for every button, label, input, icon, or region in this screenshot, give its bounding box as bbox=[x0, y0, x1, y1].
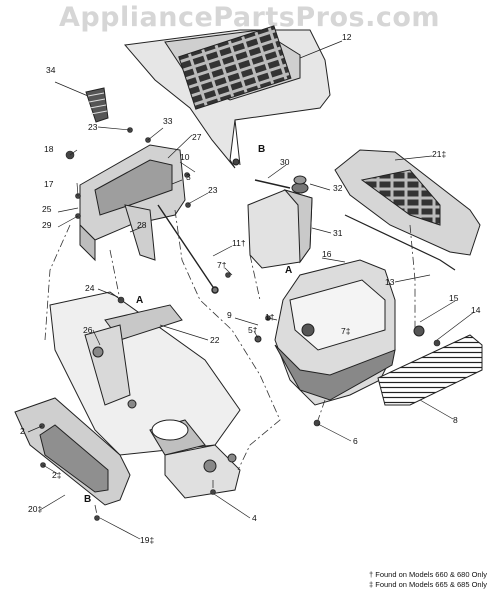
callout-7a: 7† bbox=[217, 260, 227, 270]
callout-25: 25 bbox=[42, 204, 52, 214]
callout-28: 28 bbox=[137, 220, 147, 230]
callout-labels: 12 34 23 33 27 18 17 10 3 23 25 29 28 30… bbox=[20, 32, 481, 545]
callout-13: 13 bbox=[385, 277, 395, 287]
callout-2a: 2 bbox=[20, 426, 25, 436]
callout-34: 34 bbox=[46, 65, 56, 75]
chassis-frame bbox=[49, 291, 241, 499]
callout-19: 19‡ bbox=[140, 535, 154, 545]
hood-panel bbox=[124, 25, 331, 169]
callout-15: 15 bbox=[449, 293, 459, 303]
callout-24: 24 bbox=[85, 283, 95, 293]
phantom-lines bbox=[44, 209, 416, 516]
callout-12: 12 bbox=[342, 32, 352, 42]
callout-4: 4 bbox=[252, 513, 257, 523]
grille bbox=[377, 334, 483, 406]
callout-31: 31 bbox=[333, 228, 343, 238]
footnote-models-665-685: ‡ Found on Models 665 & 685 Only bbox=[369, 580, 487, 589]
callout-29: 29 bbox=[42, 220, 52, 230]
callout-11: 11† bbox=[232, 238, 246, 248]
callout-6: 6 bbox=[353, 436, 358, 446]
callout-26: 26 bbox=[83, 325, 93, 335]
leader-lines bbox=[27, 40, 475, 540]
footnote-models-660-680: † Found on Models 660 & 680 Only bbox=[369, 570, 487, 579]
callout-21: 21‡ bbox=[432, 149, 446, 159]
callout-2b: 2‡ bbox=[52, 470, 62, 480]
ref-letter-a-frame: A bbox=[136, 295, 143, 306]
callout-33: 33 bbox=[163, 116, 173, 126]
callout-1: 1† bbox=[265, 312, 275, 322]
ref-letter-a-tank: A bbox=[285, 265, 292, 276]
callout-22: 22 bbox=[210, 335, 220, 345]
callout-7b: 7‡ bbox=[341, 326, 351, 336]
callout-18: 18 bbox=[44, 144, 54, 154]
callout-20: 20‡ bbox=[28, 504, 42, 514]
callout-10: 10 bbox=[180, 152, 190, 162]
callout-16: 16 bbox=[322, 249, 332, 259]
watermark: AppliancePartsPros.com bbox=[58, 2, 441, 33]
callout-17: 17 bbox=[44, 179, 54, 189]
side-decal-panel bbox=[334, 149, 481, 271]
ref-letter-b-bottom: B bbox=[84, 494, 91, 505]
callout-23a: 23 bbox=[88, 122, 98, 132]
callout-5: 5† bbox=[248, 325, 258, 335]
callout-27: 27 bbox=[192, 132, 202, 142]
dash-panel bbox=[79, 144, 186, 262]
callout-23b: 23 bbox=[208, 185, 218, 195]
callout-3: 3 bbox=[186, 172, 191, 182]
ref-letter-b-top: B bbox=[258, 144, 265, 155]
callout-30: 30 bbox=[280, 157, 290, 167]
callout-14: 14 bbox=[471, 305, 481, 315]
callout-9: 9 bbox=[227, 310, 232, 320]
front-hood-housing bbox=[254, 259, 425, 406]
hardware-fasteners bbox=[39, 127, 441, 521]
reference-letters: B A A B bbox=[84, 144, 292, 505]
callout-8: 8 bbox=[453, 415, 458, 425]
steering-boot bbox=[85, 87, 109, 123]
steering-shaft bbox=[157, 204, 219, 294]
callout-32: 32 bbox=[333, 183, 343, 193]
fuel-tank bbox=[247, 175, 313, 269]
